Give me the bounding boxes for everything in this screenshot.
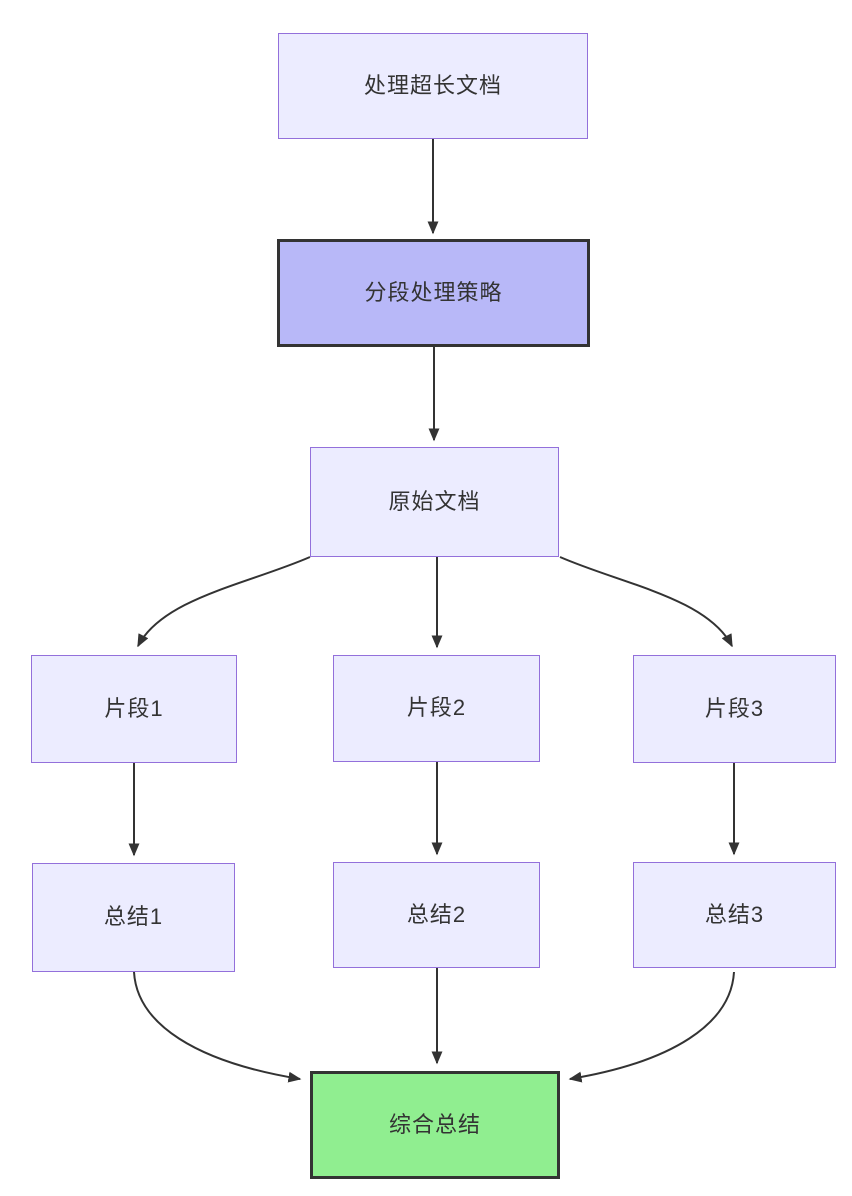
node-A: 处理超长文档 (278, 33, 588, 139)
node-E2: 总结2 (333, 862, 540, 968)
node-D3: 片段3 (633, 655, 836, 763)
node-label-D2: 片段2 (406, 695, 467, 721)
node-E1: 总结1 (32, 863, 235, 972)
node-label-F: 综合总结 (388, 1111, 481, 1137)
edge-E1-F (133, 971, 302, 1083)
node-C: 原始文档 (310, 447, 559, 557)
node-label-A: 处理超长文档 (363, 72, 502, 98)
edge-C-D3 (559, 556, 733, 648)
node-label-D3: 片段3 (704, 695, 765, 721)
node-label-E3: 总结3 (704, 901, 765, 927)
edge-C-D1 (137, 556, 311, 648)
node-label-C: 原始文档 (388, 488, 481, 514)
node-label-D1: 片段1 (104, 695, 164, 721)
node-label-E1: 总结1 (103, 904, 164, 930)
node-label-E2: 总结2 (406, 901, 467, 927)
node-label-B: 分段处理策略 (364, 279, 503, 305)
node-F: 综合总结 (310, 1071, 560, 1179)
node-D1: 片段1 (31, 655, 237, 763)
edge-E3-F (568, 971, 735, 1083)
node-D2: 片段2 (333, 655, 540, 762)
node-B: 分段处理策略 (277, 239, 590, 347)
node-E3: 总结3 (633, 862, 836, 968)
